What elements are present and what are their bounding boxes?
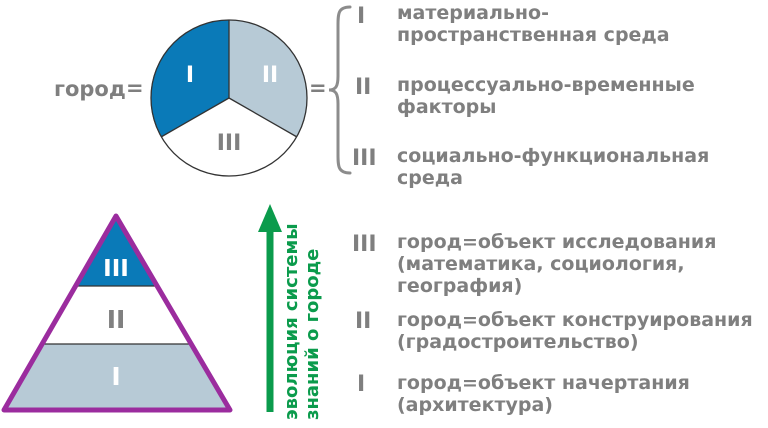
pyramid-label-1: I <box>111 362 120 391</box>
equals-sign-right: = <box>309 76 327 100</box>
evolution-caption: эволюция системы знаний о городе <box>281 223 323 420</box>
component-3-numeral: III <box>352 146 377 171</box>
level-2-numeral: II <box>355 309 372 334</box>
knowledge-pyramid: III II I <box>1 213 233 413</box>
city-label: город <box>54 77 126 101</box>
pyramid-label-2: II <box>107 305 126 334</box>
pyramid-outline <box>1 213 233 413</box>
component-1-numeral: I <box>357 4 366 29</box>
component-3-text: социально-функциональная среда <box>397 145 710 189</box>
component-1-text: материально- пространственная среда <box>397 2 670 46</box>
component-2-text: процессуально-временные факторы <box>397 74 695 118</box>
pie-label-3: III <box>217 131 242 156</box>
equals-sign-left: = <box>126 76 144 100</box>
level-3-numeral: III <box>352 232 377 257</box>
pyramid-label-3: III <box>103 256 129 282</box>
level-3-text: город=объект исследования (математика, с… <box>397 231 717 297</box>
curly-brace <box>328 5 352 175</box>
pyramid-level-1 <box>4 344 230 410</box>
pie-label-1: I <box>186 63 194 88</box>
level-1-numeral: I <box>357 372 366 397</box>
component-2-numeral: II <box>355 75 372 100</box>
evolution-arrow <box>258 204 282 412</box>
city-components-pie: I II III <box>150 19 308 177</box>
pie-label-2: II <box>262 63 278 88</box>
level-1-text: город=объект начертания (архитектура) <box>397 372 690 416</box>
pie-segment-1 <box>150 19 229 138</box>
level-2-text: город=объект конструирования (градострои… <box>397 309 753 353</box>
pie-segment-2 <box>229 19 308 138</box>
